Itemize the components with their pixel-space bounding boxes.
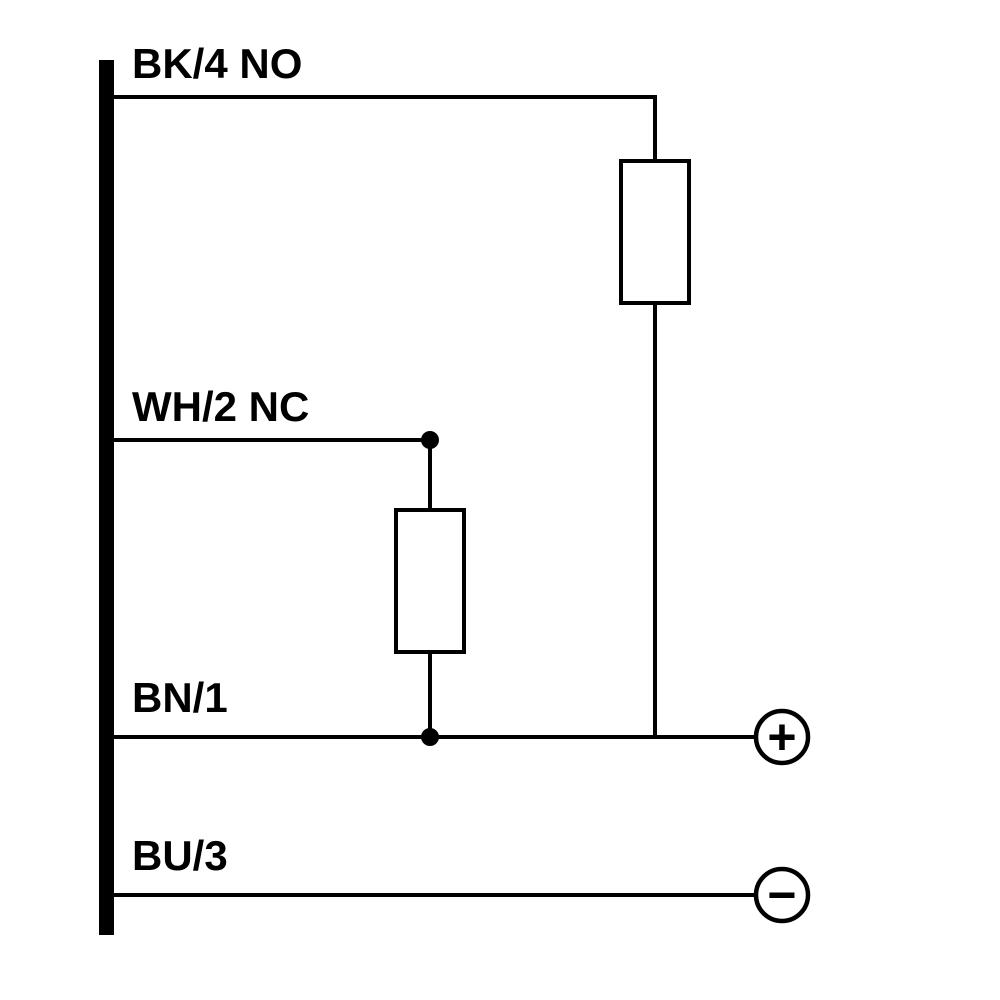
plus-icon: + [767,709,796,765]
wire-label-bu3: BU/3 [132,832,228,879]
wire-wh2-nc [114,438,432,510]
wire-label-bk4-no: BK/4 NO [132,40,302,87]
load-resistor-2 [394,508,466,654]
junction-dot-top [421,431,439,449]
common-bus-line [99,60,114,935]
positive-terminal-circle [753,708,811,766]
negative-terminal-circle [753,866,811,924]
wire-bk4-no [114,95,657,161]
load-resistor-1 [619,159,691,305]
wire-label-wh2-nc: WH/2 NC [132,383,309,430]
wire-label-bn1: BN/1 [132,674,228,721]
minus-icon: − [767,867,796,923]
